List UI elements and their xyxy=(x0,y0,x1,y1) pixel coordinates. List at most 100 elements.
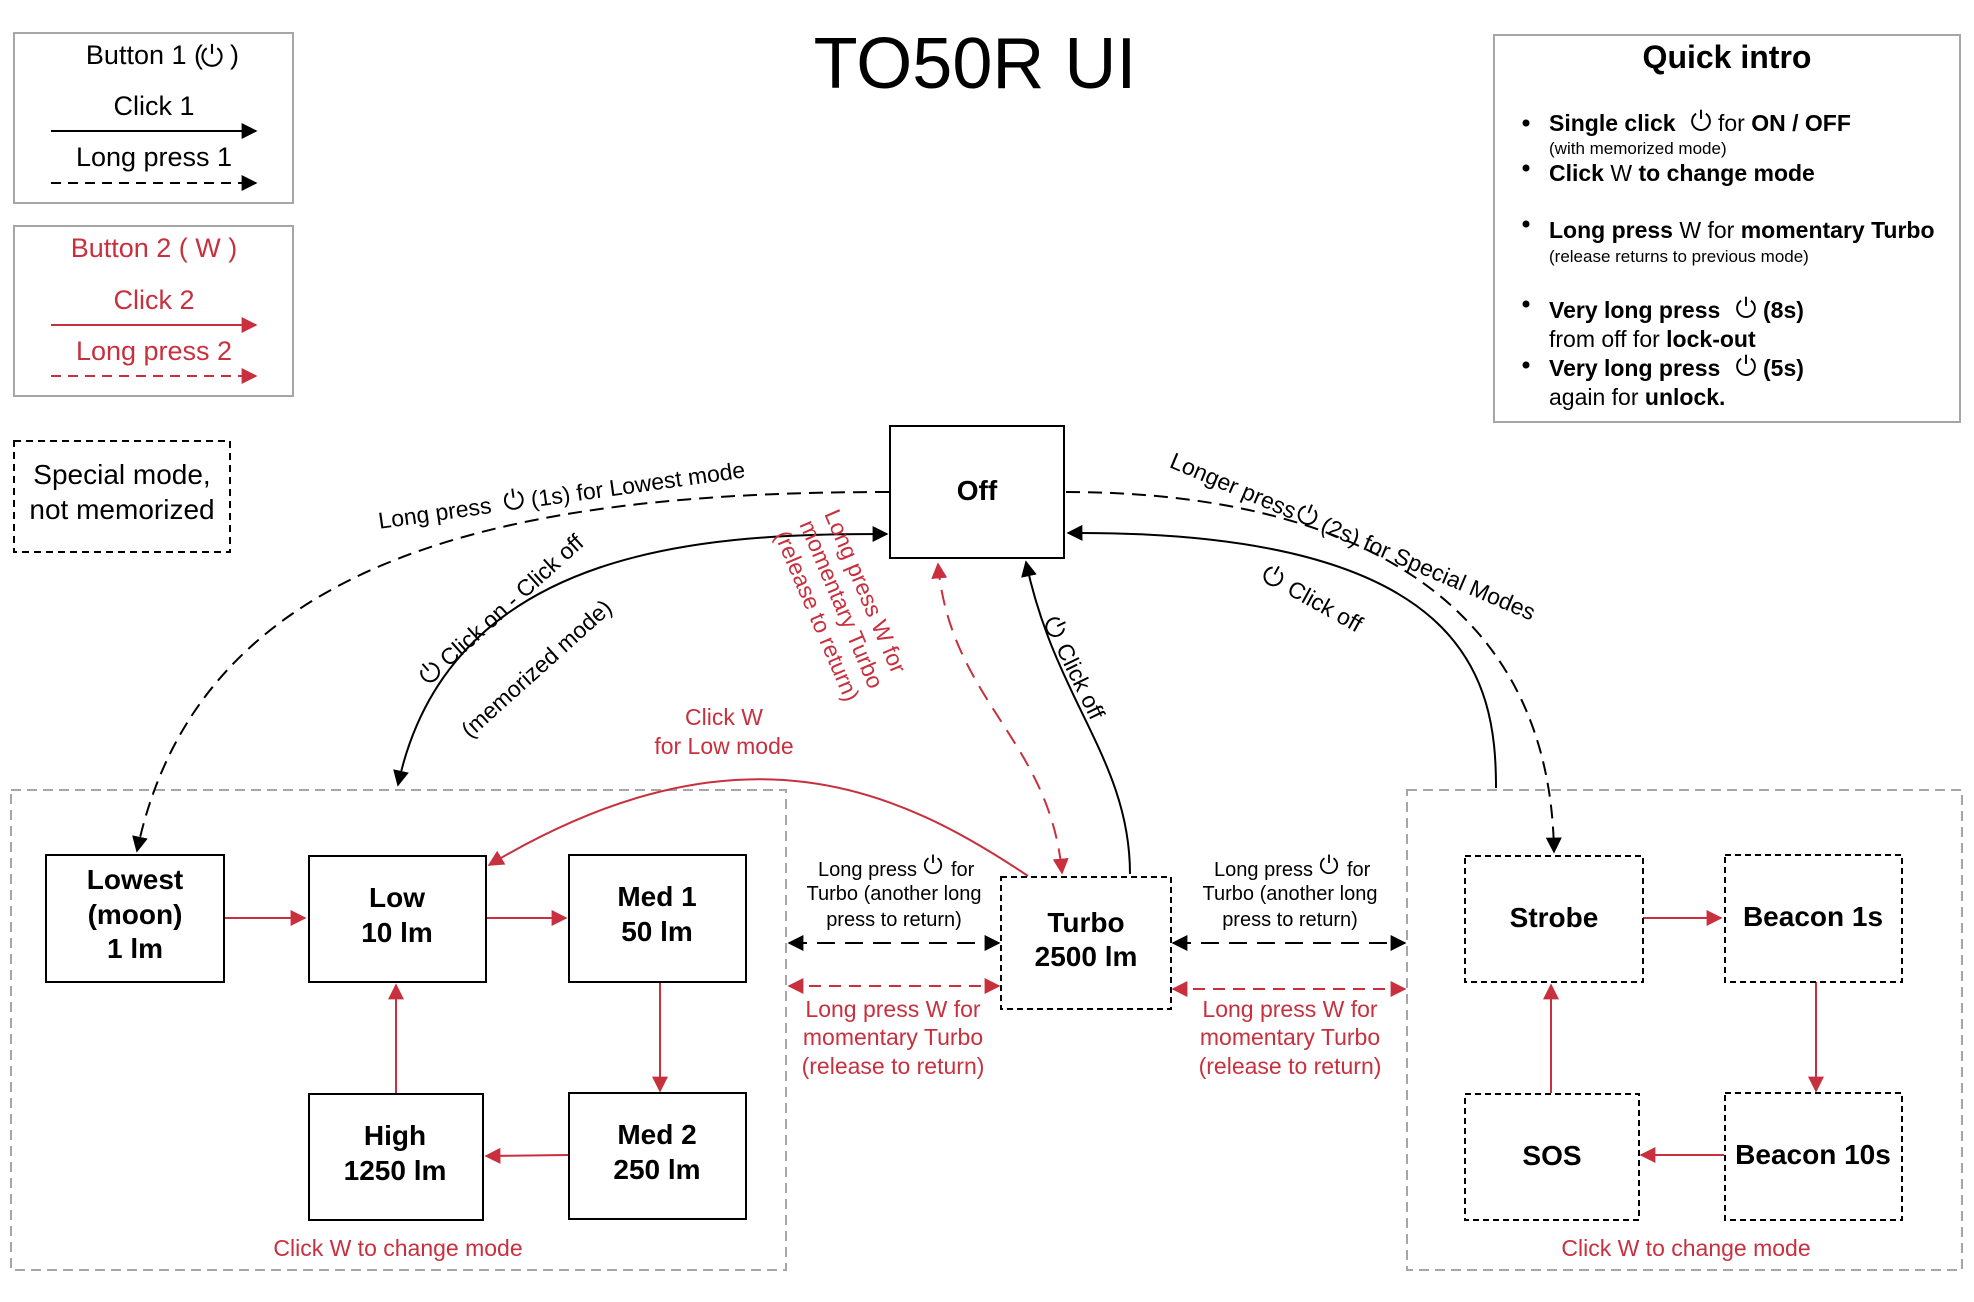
label-click-w-low-2: for Low mode xyxy=(654,733,793,759)
special-modes-group xyxy=(1406,789,1963,1271)
node-beacon1 xyxy=(1724,854,1903,983)
node-strobe-label: Strobe xyxy=(1510,902,1599,933)
legend-longpress1-label: Long press 1 xyxy=(76,142,232,172)
node-low xyxy=(308,855,487,983)
intro-bullet-4-suffix: (8s) xyxy=(1763,297,1804,323)
node-off xyxy=(889,425,1065,559)
node-med2-line2: 250 lm xyxy=(613,1154,700,1185)
legend-button1-box xyxy=(13,32,294,204)
arrow-med2-to-high xyxy=(484,1147,569,1164)
intro-bullet-4-line2: from off for lock-out xyxy=(1549,326,1756,352)
label-lp-turbo-left-d: press to return) xyxy=(826,909,962,931)
node-lowest xyxy=(45,854,225,983)
legend-button1-title-a: Button 1 ( xyxy=(86,40,203,70)
intro-bullet-1: Single click xyxy=(1549,110,1676,136)
label-longer-press-a: Longer press xyxy=(1166,447,1300,523)
bullet xyxy=(1522,361,1530,369)
node-strobe xyxy=(1464,855,1644,983)
legend-button2-title: Button 2 ( W ) xyxy=(71,233,238,263)
label-lp-turbo-right-c: Turbo (another long xyxy=(1203,883,1378,905)
legend-special-box xyxy=(13,440,231,553)
label-lp-turbo-right-a: Long press xyxy=(1214,859,1313,881)
bullet xyxy=(1522,220,1530,228)
label-lpw-left-2: momentary Turbo xyxy=(803,1024,983,1050)
node-lowest-line2: (moon) xyxy=(88,899,183,930)
intro-bullet-5-line2: again for unlock. xyxy=(1549,384,1725,410)
node-med2 xyxy=(568,1092,747,1220)
power-icon xyxy=(1260,561,1288,590)
label-lpw-left-1: Long press W for xyxy=(805,996,980,1022)
arrow-turbo-to-low xyxy=(487,778,1029,877)
bullet xyxy=(1522,119,1530,127)
power-icon xyxy=(201,42,223,67)
power-icon xyxy=(414,656,444,686)
label-lp-turbo-left-b: for xyxy=(951,859,975,881)
intro-bullet-3-note: (release returns to previous mode) xyxy=(1549,247,1809,266)
node-beacon1-label: Beacon 1s xyxy=(1743,901,1883,932)
bullet xyxy=(1522,164,1530,172)
power-icon xyxy=(923,853,943,875)
arrow-turbo-to-off xyxy=(1021,560,1131,875)
label-lp-turbo-left-c: Turbo (another long xyxy=(807,883,982,905)
legend-click1-label: Click 1 xyxy=(113,91,194,121)
legend-button2-box xyxy=(13,225,294,397)
power-icon xyxy=(1736,295,1756,319)
label-lpw-right-3: (release to return) xyxy=(1199,1053,1382,1079)
normal-modes-group xyxy=(10,789,787,1271)
label-click-w-low-1: Click W xyxy=(685,704,763,730)
label-lpw-right-1: Long press W for xyxy=(1202,996,1377,1022)
power-icon xyxy=(1691,108,1711,132)
node-sos-label: SOS xyxy=(1522,1140,1581,1171)
intro-bullet-5-suffix: (5s) xyxy=(1763,355,1804,381)
arrow-off-to-low xyxy=(393,526,889,787)
arrow-special-to-off xyxy=(1066,524,1497,789)
intro-bullet-3: Long press W for momentary Turbo xyxy=(1549,217,1935,243)
arrow-momentary-turbo xyxy=(931,562,1069,875)
quick-intro-title: Quick intro xyxy=(1643,39,1812,75)
node-turbo-line2: 2500 lm xyxy=(1035,941,1138,972)
node-beacon10 xyxy=(1724,1092,1903,1221)
intro-bullet-2: Click W to change mode xyxy=(1549,160,1815,186)
node-low-line1: Low xyxy=(369,882,425,913)
label-lp-turbo-right-b: for xyxy=(1347,859,1371,881)
legend-special-line2: not memorized xyxy=(29,494,214,525)
label-lpw-left-3: (release to return) xyxy=(802,1053,985,1079)
intro-bullet-4: Very long press xyxy=(1549,297,1720,323)
legend-special-line1: Special mode, xyxy=(33,459,210,490)
legend-longpress2-label: Long press 2 xyxy=(76,336,232,366)
node-high xyxy=(308,1093,484,1221)
label-click-w-change-right: Click W to change mode xyxy=(1561,1235,1810,1261)
power-icon xyxy=(1294,500,1322,528)
page-title: TO50R UI xyxy=(814,24,1137,104)
arrow-off-to-strobe xyxy=(1065,491,1562,854)
node-lowest-line1: Lowest xyxy=(87,864,183,895)
intro-bullet-1-rest: for ON / OFF xyxy=(1718,110,1851,136)
intro-bullet-5: Very long press xyxy=(1549,355,1720,381)
node-high-line2: 1250 lm xyxy=(344,1155,447,1186)
node-low-line2: 10 lm xyxy=(361,917,433,948)
legend-click2-label: Click 2 xyxy=(113,285,194,315)
node-turbo xyxy=(1000,876,1172,1010)
bullet xyxy=(1522,300,1530,308)
label-click-w-change-left: Click W to change mode xyxy=(273,1235,522,1261)
node-med1-line2: 50 lm xyxy=(621,916,693,947)
power-icon xyxy=(502,486,525,511)
node-high-line1: High xyxy=(364,1120,426,1151)
intro-bullet-1-note: (with memorized mode) xyxy=(1549,139,1727,158)
node-beacon10-label: Beacon 10s xyxy=(1735,1139,1891,1170)
node-off-label: Off xyxy=(957,475,998,506)
power-icon xyxy=(1319,853,1339,875)
label-lp-turbo-left-a: Long press xyxy=(818,859,917,881)
label-lpw-right-2: momentary Turbo xyxy=(1200,1024,1380,1050)
label-click-off-right: Click off xyxy=(1283,575,1367,637)
legend-button1-title-b: ) xyxy=(230,40,239,70)
power-icon xyxy=(1736,353,1756,377)
label-long-press-lowest-a: Long press xyxy=(377,492,493,534)
node-sos xyxy=(1464,1093,1640,1221)
node-lowest-line3: 1 lm xyxy=(107,933,163,964)
node-turbo-line1: Turbo xyxy=(1047,907,1124,938)
quick-intro-box xyxy=(1493,34,1961,423)
label-lp-turbo-right-d: press to return) xyxy=(1222,909,1358,931)
